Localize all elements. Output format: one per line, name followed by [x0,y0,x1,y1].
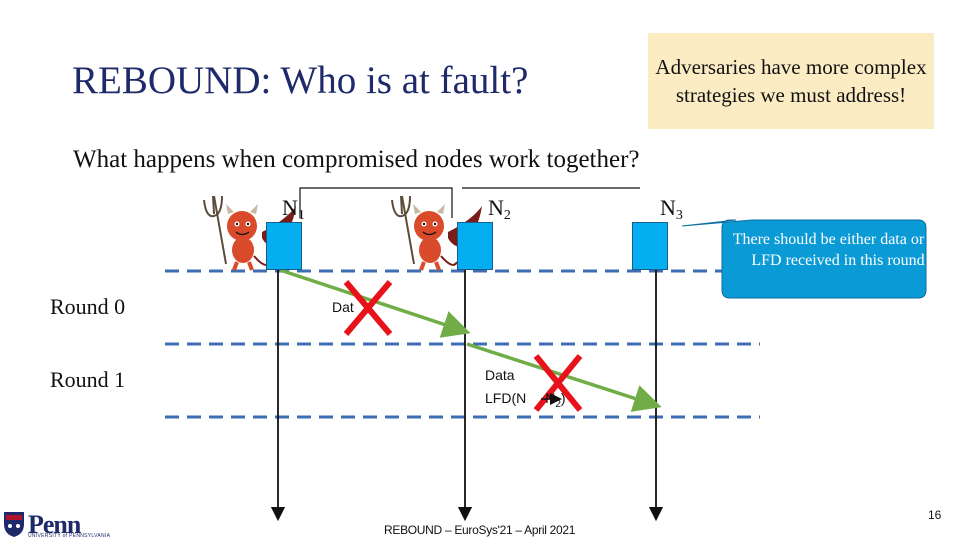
penn-logo-text: Penn [28,510,81,539]
node-box-n1 [266,222,302,270]
round-label-0: Round 0 [50,294,126,319]
node-label-n2: N2 [488,195,511,223]
footer-text: REBOUND – EuroSys'21 – April 2021 [384,523,576,537]
node-box-n3 [632,222,668,270]
callout-text: Adversaries have more complex strategies… [655,55,927,107]
slide-subtitle: What happens when compromised nodes work… [73,146,640,173]
penn-logo-subtext: UNIVERSITY of PENNSYLVANIA [28,533,111,539]
round-label-1: Round 1 [50,367,126,392]
slide-title: REBOUND: Who is at fault? [72,59,529,102]
cross-icon-round1 [533,354,583,412]
speech-bubble-text: There should be either data or an LFD re… [732,231,944,269]
callout-box: Adversaries have more complex strategies… [648,33,934,129]
node-box-n2 [457,222,493,270]
page-number: 16 [928,508,942,522]
node-label-n3: N3 [660,195,683,223]
penn-shield-icon [4,512,24,537]
message-arrow-round1 [466,342,662,412]
message-text-round0: Dat [332,299,354,315]
message-text-data: Data [485,367,515,383]
node-label-n1: N1 [282,195,305,223]
speech-bubble [681,219,927,299]
node-bracket-left [299,187,453,218]
cross-icon-round0 [343,280,393,336]
